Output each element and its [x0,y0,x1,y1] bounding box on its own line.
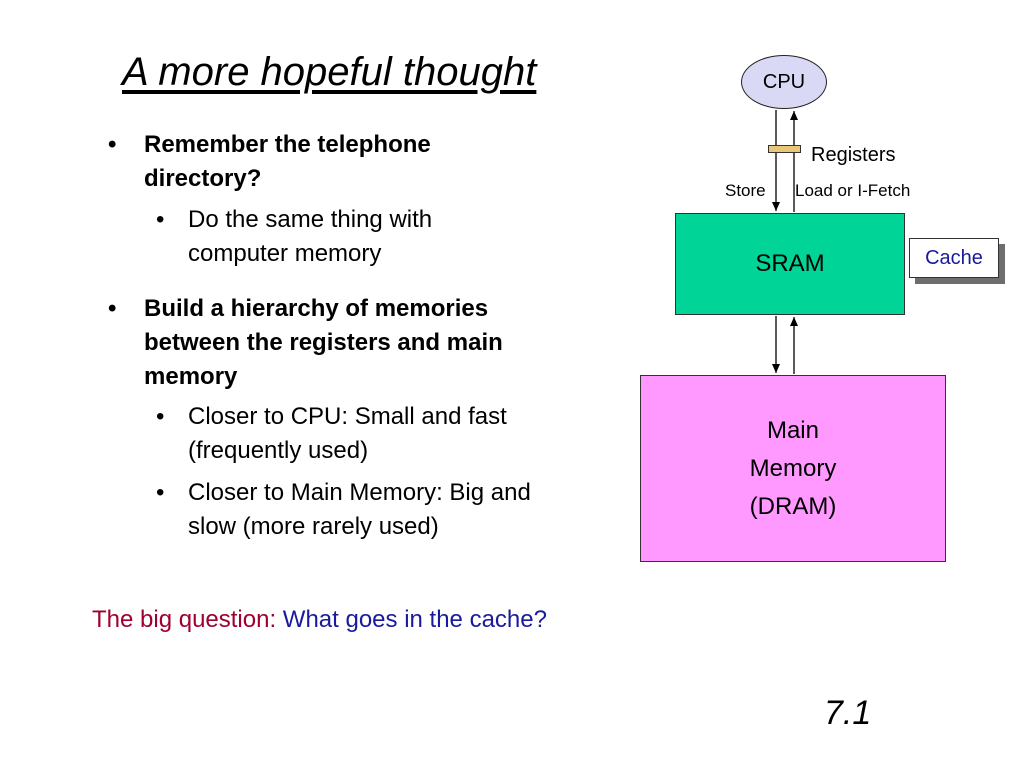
sub-bullet-text: Do the same thing with computer memory [188,206,433,267]
sub-bullet-text: Closer to CPU: Small and fast (frequentl… [188,403,507,464]
sub-bullet-closer-cpu: • Closer to CPU: Small and fast (frequen… [156,400,536,468]
sub-bullet-same-thing: • Do the same thing with computer memory [156,203,536,271]
bullet-dot: • [156,479,165,506]
question-label: The big question: [92,606,277,633]
sub-bullet-closer-main: • Closer to Main Memory: Big and slow (m… [156,476,536,544]
registers-label: Registers [811,144,896,166]
bullet-dot: • [156,403,165,430]
big-question: The big question: What goes in the cache… [92,606,547,634]
bullet-dot: • [108,131,117,158]
bullet-text: Remember the telephone directory? [144,131,431,192]
bullet-dot: • [156,206,165,233]
registers-bar [768,145,801,153]
store-label: Store [725,181,766,200]
bullet-dot: • [108,295,117,322]
sub-bullet-text: Closer to Main Memory: Big and slow (mor… [188,479,531,540]
main-memory-line: Memory [749,454,837,482]
main-memory-line: (DRAM) [749,492,837,520]
bullet-text: Build a hierarchy of memories between th… [144,295,503,390]
load-label: Load or I-Fetch [795,181,911,200]
main-memory-box: Main Memory (DRAM) [640,375,946,562]
question-text: What goes in the cache? [282,606,547,633]
bullet-telephone-directory: • Remember the telephone directory? [108,128,528,196]
sram-box: SRAM [675,213,905,315]
bullet-hierarchy: • Build a hierarchy of memories between … [108,292,528,394]
main-memory-line: Main [766,416,819,444]
cpu-node: CPU [741,55,827,109]
slide-title: A more hopeful thought [122,50,537,94]
cache-label: Cache [909,238,999,278]
slide-number: 7.1 [824,694,872,732]
